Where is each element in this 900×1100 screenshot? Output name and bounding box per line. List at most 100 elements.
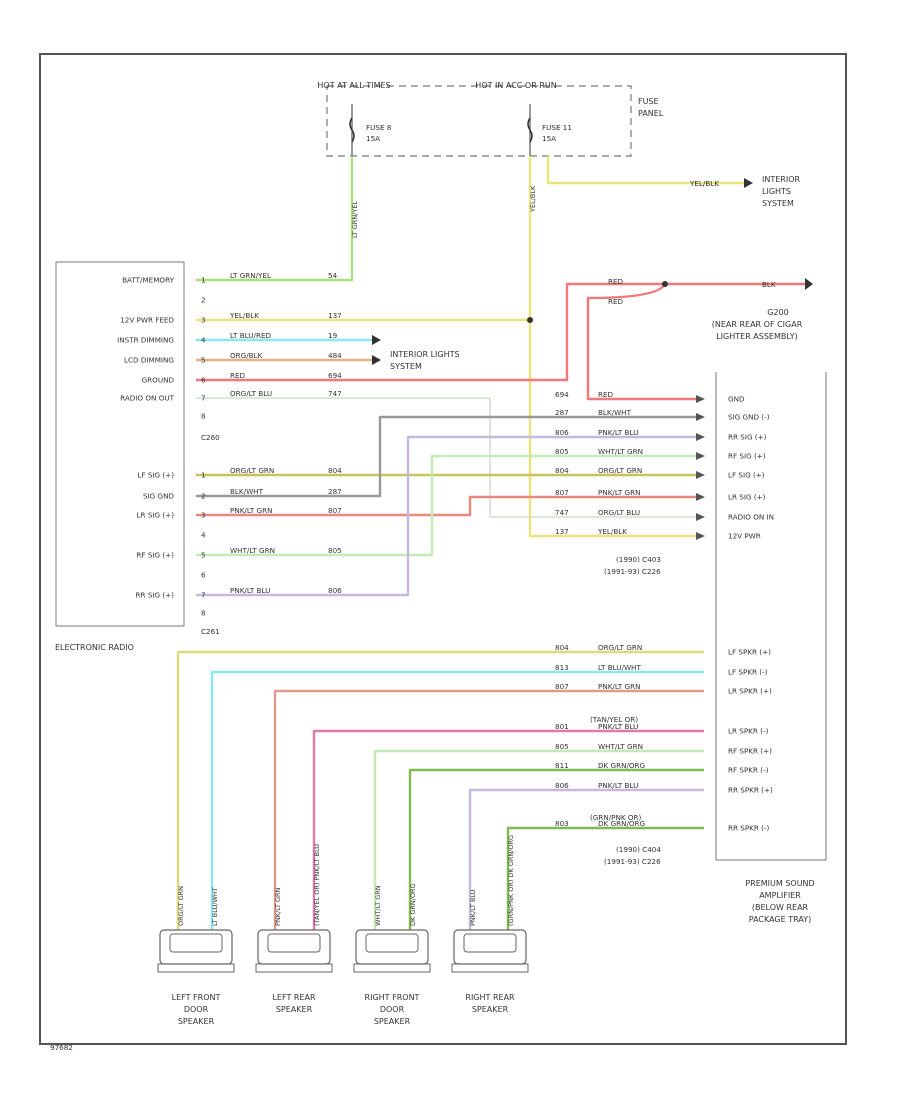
wire-fuse11-trunk — [528, 156, 700, 538]
radio-wire-color-label: LT GRN/YEL — [230, 271, 271, 280]
amp-title-2: AMPLIFIER — [759, 891, 801, 900]
amp-circuit-number: 813 — [555, 663, 569, 672]
speaker-wire-plus-label: PNK/LT GRN — [274, 887, 282, 926]
amp-circuit-number: 807 — [555, 682, 569, 691]
wire-rr-spkr-plus — [468, 788, 704, 930]
wire-rr-spkr-minus — [506, 826, 704, 930]
amp-pin-label: SIG GND (-) — [728, 413, 770, 422]
radio-pin-label: 12V PWR FEED — [120, 316, 174, 325]
wire-radio-ground — [196, 282, 665, 382]
speaker-wire-minus-label: (GRN/PNK OR) DK GRN/ORG — [507, 835, 515, 926]
amp-pin-arrow — [696, 471, 705, 479]
amp-circuit-number: 806 — [555, 781, 569, 790]
fuse-8-name: FUSE 8 — [366, 123, 392, 132]
amp-pin-arrow — [696, 413, 705, 421]
amp-wire-color-label: PNK/LT GRN — [598, 488, 640, 497]
radio-pin-number: 4 — [201, 336, 206, 345]
wire-lf-spkr-minus — [210, 670, 704, 930]
amp-circuit-number: 805 — [555, 447, 569, 456]
amp-wire-color-label: RED — [598, 390, 614, 399]
amp-wire-color-label: ORG/LT BLU — [598, 508, 640, 517]
wire-fuse8-to-radio — [196, 156, 354, 282]
speaker-name-label: DOOR — [184, 1005, 209, 1014]
amp-pin-label: RF SIG (+) — [728, 452, 766, 461]
radio-pin-number: 3 — [201, 316, 206, 325]
radio-pin-label: LCD DIMMING — [124, 356, 174, 365]
interior-top-arrow — [744, 178, 753, 188]
wire-rf-spkr-plus — [373, 749, 704, 930]
amp-circuit-number: 805 — [555, 742, 569, 751]
radio-circuit-number: 19 — [328, 331, 338, 340]
interior-lights-top: YEL/BLK INTERIOR LIGHTS SYSTEM — [689, 175, 801, 208]
radio-pin-number: 1 — [201, 471, 206, 480]
g200-wire-c: BLK — [762, 280, 776, 289]
wire-sig-gnd — [196, 415, 700, 498]
amp-circuit-number: 804 — [555, 466, 569, 475]
speaker-wire-minus-label: (TAN/YEL OR) PNK/LT BLU — [313, 844, 321, 926]
g200-wire-a: RED — [608, 277, 624, 286]
wire-fuse11-to-interior — [546, 156, 750, 185]
amp-wire-color-label: PNK/LT BLU — [598, 781, 638, 790]
radio-pin-label: RR SIG (+) — [136, 591, 175, 600]
radio-wire-color-label: WHT/LT GRN — [230, 546, 275, 555]
wire-amp-ground — [586, 283, 700, 401]
radio-wire-color-label: BLK/WHT — [230, 487, 264, 496]
radio-c261: C261 — [201, 627, 220, 636]
fuse8-wire-label: LT GRN/YEL — [351, 201, 359, 238]
amp-pin-arrow — [696, 513, 705, 521]
radio-pin-label: SIG GND — [143, 492, 174, 501]
g200-ground: RED RED BLK G200 (NEAR REAR OF CIGAR LIG… — [608, 277, 803, 341]
speaker-name-label: SPEAKER — [374, 1017, 411, 1026]
amp-pin-label: GND — [728, 395, 745, 404]
interior-mid-label-1: INTERIOR LIGHTS — [390, 350, 460, 359]
speaker-base — [353, 963, 431, 973]
amp-pin-label: RR SIG (+) — [728, 433, 767, 442]
radio-pin-number: 8 — [201, 412, 206, 421]
wire-lr-sig — [196, 495, 700, 517]
wire-rf-sig — [196, 454, 700, 557]
fuse-panel-outline — [326, 85, 632, 157]
speaker-name-label: SPEAKER — [178, 1017, 215, 1026]
amp-circuit-number: 747 — [555, 508, 569, 517]
radio-pin-number: 2 — [201, 296, 206, 305]
wire-rr-sig — [196, 435, 700, 597]
hot-in-acc-or-run-label: HOT IN ACC OR RUN — [475, 81, 556, 90]
amp-wire-color-label: PNK/LT BLU — [598, 722, 638, 731]
amp-circuit-number: 287 — [555, 408, 569, 417]
interior-top-label-1: INTERIOR — [762, 175, 801, 184]
amp-pin-label: LR SIG (+) — [728, 493, 766, 502]
radio-pin-number: 4 — [201, 531, 206, 540]
radio-c260: C260 — [201, 433, 220, 442]
amp-pin-arrow — [696, 452, 705, 460]
amp-wire-color-label: DK GRN/ORG — [598, 761, 645, 770]
g200-label-1: G200 — [767, 308, 788, 317]
speaker-base — [157, 963, 235, 973]
radio-circuit-number: 54 — [328, 271, 338, 280]
amp-pin-label: RF SPKR (-) — [728, 766, 769, 775]
wire-lf-spkr-plus — [176, 650, 704, 930]
g200-label-2: (NEAR REAR OF CIGAR — [712, 320, 803, 329]
amp-pin-label: RADIO ON IN — [728, 513, 774, 522]
amp-wire-color-label: PNK/LT GRN — [598, 682, 640, 691]
radio-pin-number: 1 — [201, 276, 206, 285]
figure-id: 97682 — [50, 1043, 73, 1052]
radio-pin-number: 5 — [201, 551, 206, 560]
speaker-name-label: LEFT FRONT — [172, 993, 221, 1002]
amp-pin-label: RF SPKR (+) — [728, 747, 772, 756]
amp-wire-color-label: BLK/WHT — [598, 408, 632, 417]
wire-radio-on — [196, 397, 700, 518]
g200-wire-b: RED — [608, 297, 624, 306]
radio-pin-number: 2 — [201, 492, 206, 501]
amp-pin-label: 12V PWR — [728, 532, 761, 541]
amp-title-4: PACKAGE TRAY) — [749, 915, 811, 924]
amp-circuit-number: 806 — [555, 428, 569, 437]
radio-wire-color-label: PNK/LT GRN — [230, 506, 272, 515]
amp-pin-arrow — [696, 395, 705, 403]
radio-title: ELECTRONIC RADIO — [55, 643, 134, 652]
radio-circuit-number: 747 — [328, 389, 342, 398]
